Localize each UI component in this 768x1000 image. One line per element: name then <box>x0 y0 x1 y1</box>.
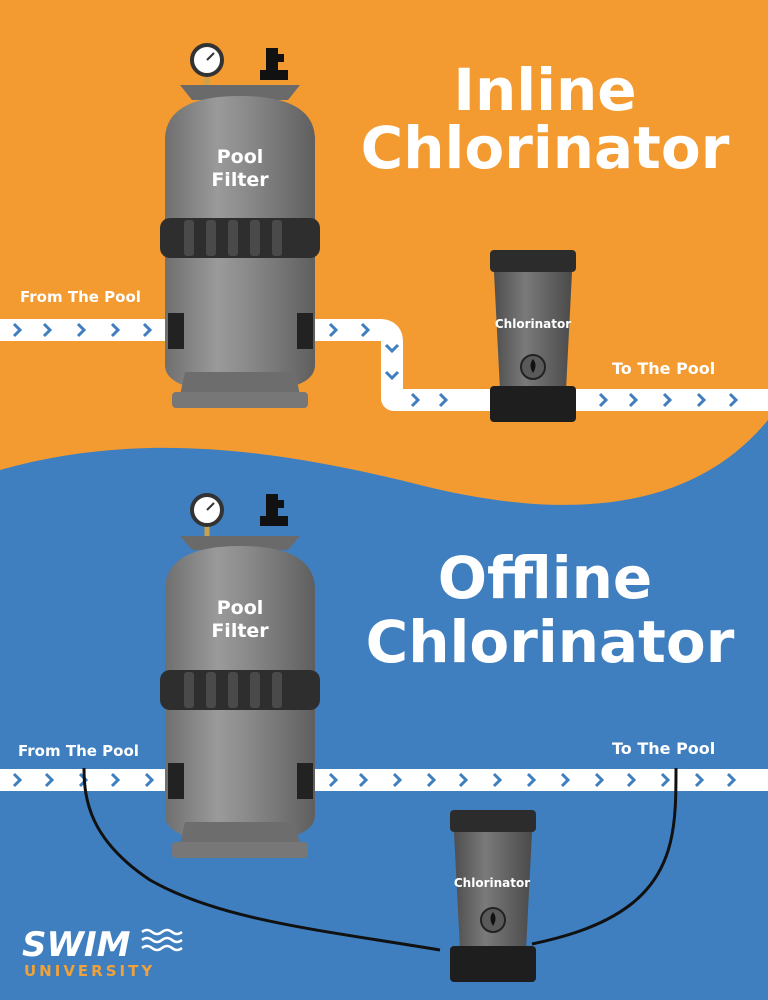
flow-arrow-icon <box>110 322 121 338</box>
offline-return-hose <box>531 767 678 946</box>
flow-arrow-icon <box>44 772 55 788</box>
inline-title-line2: Chlorinator <box>361 114 730 182</box>
offline-filter-label-line1: Pool <box>217 597 264 619</box>
offline-flow-arrows <box>12 772 737 788</box>
offline-title-line2: Chlorinator <box>366 608 735 676</box>
offline-title-line1: Offline <box>438 544 653 612</box>
inline-to-label: To The Pool <box>612 359 715 378</box>
flow-arrow-icon <box>458 772 469 788</box>
flow-arrow-icon <box>76 322 87 338</box>
offline-pipe <box>0 769 768 791</box>
flow-arrow-icon <box>438 392 449 408</box>
flow-arrow-icon <box>360 322 371 338</box>
drain-plug-icon <box>490 912 496 926</box>
offline-to-label: To The Pool <box>612 739 715 758</box>
flow-arrow-icon <box>328 772 339 788</box>
flow-arrow-icon <box>560 772 571 788</box>
logo-word-swim: SWIM <box>22 925 131 965</box>
inline-title-line1: Inline <box>453 56 636 124</box>
offline-diagram: Offline Chlorinator <box>0 493 768 982</box>
logo-word-university: UNIVERSITY <box>24 962 155 980</box>
flow-arrow-icon <box>42 322 53 338</box>
offline-chlorinator-label: Chlorinator <box>454 876 530 890</box>
offline-pool-filter: Pool Filter <box>160 493 320 858</box>
flow-arrow-icon <box>12 322 23 338</box>
air-valve-icon <box>260 494 288 526</box>
flow-arrow-icon <box>12 772 23 788</box>
air-valve-icon <box>260 48 288 80</box>
wave-icon <box>141 928 183 952</box>
drain-plug-icon <box>530 359 536 373</box>
flow-arrow-icon <box>626 772 637 788</box>
inline-chlorinator: Chlorinator <box>490 250 576 422</box>
flow-arrow-icon <box>660 772 671 788</box>
offline-filter-label-line2: Filter <box>211 620 269 642</box>
flow-arrow-icon <box>694 772 705 788</box>
flow-arrow-icon <box>358 772 369 788</box>
inline-diagram: Inline Chlorinator <box>0 43 768 422</box>
flow-arrow-icon <box>392 772 403 788</box>
inline-flow-arrows <box>12 322 739 408</box>
flow-arrow-icon <box>78 772 89 788</box>
inline-filter-label-line2: Filter <box>211 169 269 191</box>
flow-arrow-icon <box>696 392 707 408</box>
inline-section-background <box>0 0 768 505</box>
flow-arrow-icon <box>384 343 400 354</box>
flow-arrow-icon <box>426 772 437 788</box>
flow-arrow-icon <box>628 392 639 408</box>
flow-arrow-icon <box>384 370 400 381</box>
flow-arrow-icon <box>328 322 339 338</box>
flow-arrow-icon <box>142 322 153 338</box>
flow-arrow-icon <box>526 772 537 788</box>
flow-arrow-icon <box>110 772 121 788</box>
flow-arrow-icon <box>662 392 673 408</box>
offline-feed-hose <box>82 767 441 952</box>
inline-chlorinator-label: Chlorinator <box>495 317 571 331</box>
flow-arrow-icon <box>726 772 737 788</box>
flow-arrow-icon <box>410 392 421 408</box>
flow-arrow-icon <box>492 772 503 788</box>
swim-university-logo: SWIM UNIVERSITY <box>22 925 183 980</box>
inline-pipe <box>0 319 768 411</box>
flow-arrow-icon <box>728 392 739 408</box>
flow-arrow-icon <box>144 772 155 788</box>
offline-chlorinator: Chlorinator <box>450 810 536 982</box>
inline-filter-label-line1: Pool <box>217 146 264 168</box>
inline-from-label: From The Pool <box>20 288 141 306</box>
inline-pool-filter: Pool Filter <box>160 43 320 408</box>
flow-arrow-icon <box>594 772 605 788</box>
offline-from-label: From The Pool <box>18 742 139 760</box>
flow-arrow-icon <box>598 392 609 408</box>
